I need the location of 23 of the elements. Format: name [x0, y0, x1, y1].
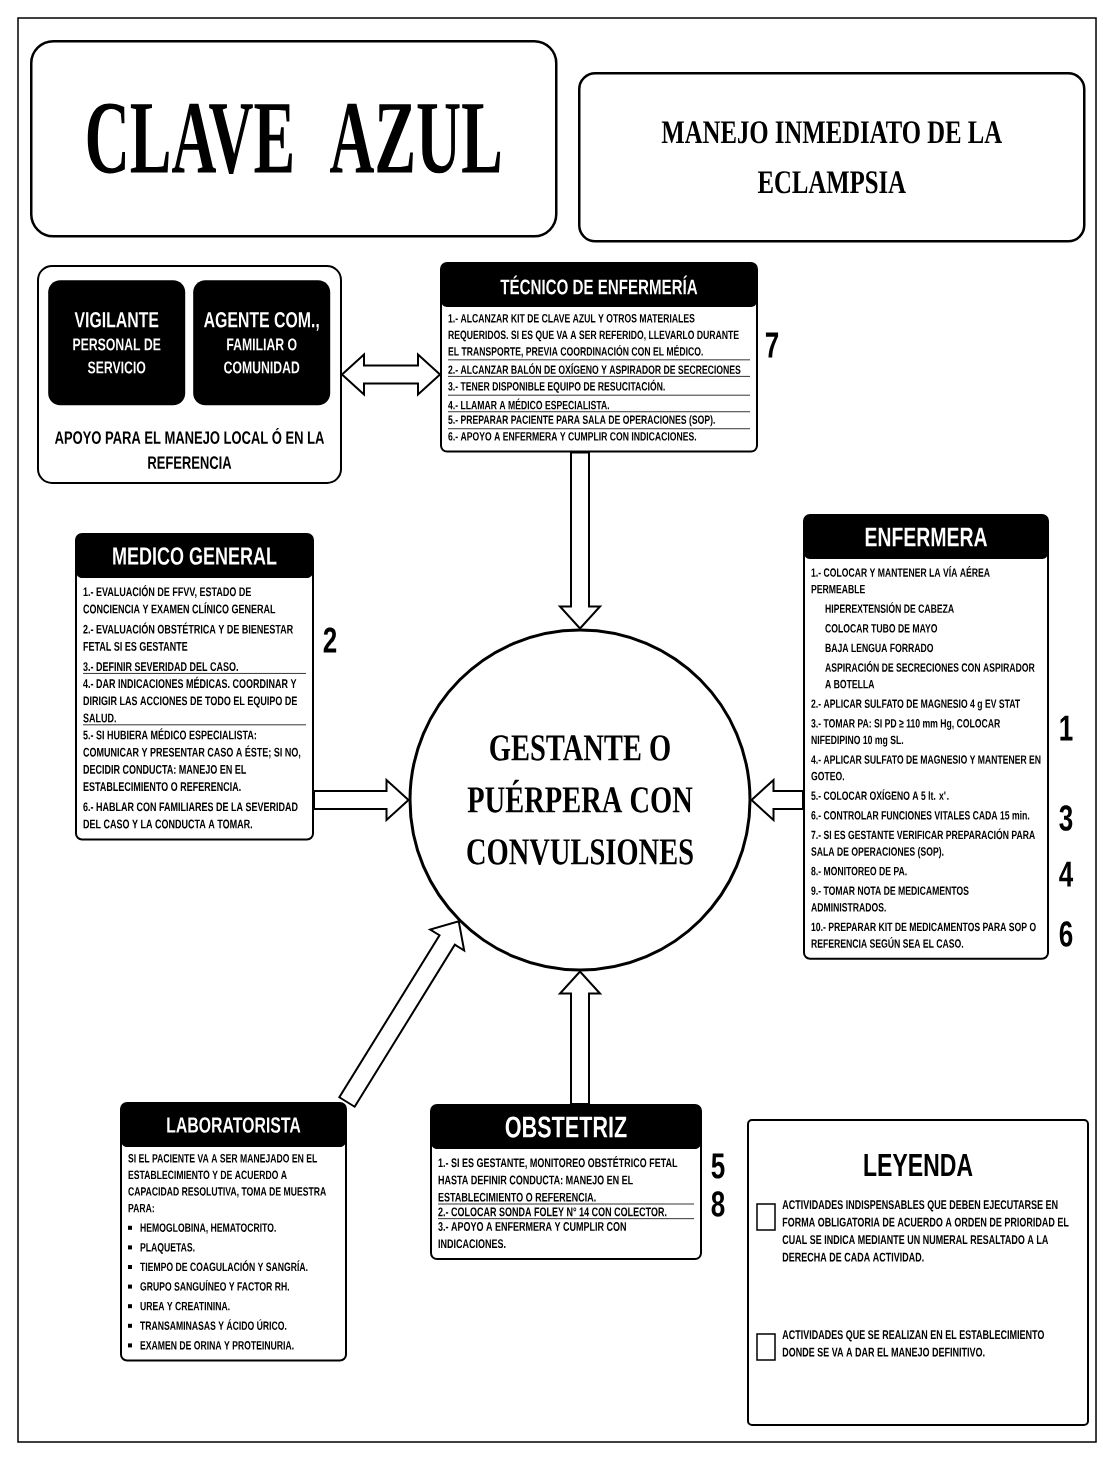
role-card: TÉCNICO DE ENFERMERÍA 1.- ALCANZAR KIT DE CLAVE AZUL Y OTROS MATERIALES REQUERIDOS. SI ES QUE VA A SER REFERIDO, LLEVARLO DURANTE EL TRANSPORTE, PREVIA COORDINACIÓN CON EL MÉDICO. 2.- ALCANZAR BALÓN DE OXÍGENO Y ASPIRADOR DE SECRECIONES 3.- TENER DISPONIBLE EQUIPO DE RESUCITACIÓN. 4.- LLAMAR A MÉDICO ESPECIALISTA. 5.- PREPARAR PACIENTE PARA SALA DE OPERACIONES (SOP). 6.- APOYO A ENFERMERA Y CUMPLIR CON INDICACIONES. [440, 262, 758, 453]
block-arrow [313, 777, 410, 823]
priority-number: 8 [711, 1191, 725, 1217]
role-box: AGENTE COM., FAMILIAR O COMUNIDAD [193, 280, 331, 406]
priority-number: 6 [1059, 921, 1073, 947]
priority-number: 3 [1059, 805, 1073, 831]
block-arrow [557, 970, 603, 1105]
title-box: CLAVE AZUL [30, 40, 558, 238]
priority-number: 5 [711, 1153, 725, 1179]
priority-number: 2 [323, 627, 337, 653]
block-arrow [557, 451, 603, 630]
legend-text: ACTIVIDADES QUE SE REALIZAN EN EL ESTABLECIMIENTO DONDE SE VA A DAR EL MANEJO DEFINITIVO. [782, 1330, 1044, 1357]
priority-number: 7 [765, 332, 779, 358]
priority-number: 1 [1060, 715, 1073, 741]
block-arrow [750, 777, 804, 823]
role-box: VIGILANTE PERSONAL DE SERVICIO [48, 280, 186, 406]
role-card: ENFERMERA 1.- COLOCAR Y MANTENER LA VÍA AÉREA PERMEABLE HIPEREXTENSIÓN DE CABEZA COLOCAR TUBO DE MAYO BAJA LENGUA FORRADO ASPIRACIÓN DE SECRECIONES CON ASPIRADOR A BOTELLA 2.- APLICAR SULFATO DE MAGNESIO 4 g EV STAT 3.- TOMAR PA: SI PD ≥ 110 mm Hg, COLOCAR NIFEDIPINO 10 mg SL. 4.- APLICAR SULFATO DE MAGNESIO Y MANTENER EN GOTEO. 5.- COLOCAR OXÍGENO A 5 lt. x'. 6.- CONTROLAR FUNCIONES VITALES CADA 15 min. 7.- SI ES GESTANTE VERIFICAR PREPARACIÓN PARA SALA DE OPERACIONES (SOP). 8.- MONITOREO DE PA. 9.- TOMAR NOTA DE MEDICAMENTOS ADMINISTRADOS. 10.- PREPARAR KIT DE MEDICAMENTOS PARA SOP O REFERENCIA SEGÚN SEA EL CASO. [803, 514, 1049, 960]
role-card: MEDICO GENERAL 1.- EVALUACIÓN DE FFVV, ESTADO DE CONCIENCIA Y EXAMEN CLÍNICO GENERAL 2.- EVALUACIÓN OBSTÉTRICA Y DE BIENESTAR FETAL SI ES GESTANTE 3.- DEFINIR SEVERIDAD DEL CASO. 4.- DAR INDICACIONES MÉDICAS. COORDINAR Y DIRIGIR LAS ACCIONES DE TODO EL EQUIPO DE SALUD. 5.- SI HUBIERA MÉDICO ESPECIALISTA: COMUNICAR Y PRESENTAR CASO A ÉSTE; SI NO, DECIDIR CONDUCTA: MANEJO EN EL ESTABLECIMIENTO O REFERENCIA. 6.- HABLAR CON FAMILIARES DE LA SEVERIDAD DEL CASO Y LA CONDUCTA A TOMAR. [75, 533, 314, 841]
role-card: OBSTETRIZ 1.- SI ES GESTANTE, MONITOREO OBSTÉTRICO FETAL HASTA DEFINIR CONDUCTA: MANEJO EN EL ESTABLECIMIENTO O REFERENCIA. 2.- COLOCAR SONDA FOLEY N° 14 CON COLECTOR. 3.- APOYO A ENFERMERA Y CUMPLIR CON INDICACIONES. [430, 1104, 702, 1261]
priority-number: 4 [1059, 861, 1074, 887]
legend-text: ACTIVIDADES INDISPENSABLES QUE DEBEN EJECUTARSE EN FORMA OBLIGATORIA DE ACUERDO A ORDEN DE PRIORIDAD EL CUAL SE INDICA MEDIANTE UN NUMERAL RESALTADO A LA DERECHA DE CADA ACTIVIDAD. [782, 1200, 1069, 1262]
role-card: LABORATORISTA SI EL PACIENTE VA A SER MANEJADO EN EL ESTABLECIMIENTO Y DE ACUERDO A CAPACIDAD RESOLUTIVA, TOMA DE MUESTRA PARA: HEMOGLOBINA, HEMATOCRITO. PLAQUETAS. TIEMPO DE COAGULACIÓN Y SANGRÍA. GRUPO SANGUÍNEO Y FACTOR RH. UREA Y CREATININA. TRANSAMINASAS Y ÁCIDO ÚRICO. EXAMEN DE ORINA Y PROTEINURIA. [120, 1102, 347, 1362]
subtitle-box: MANEJO INMEDIATO DE LA ECLAMPSIA [578, 72, 1086, 243]
